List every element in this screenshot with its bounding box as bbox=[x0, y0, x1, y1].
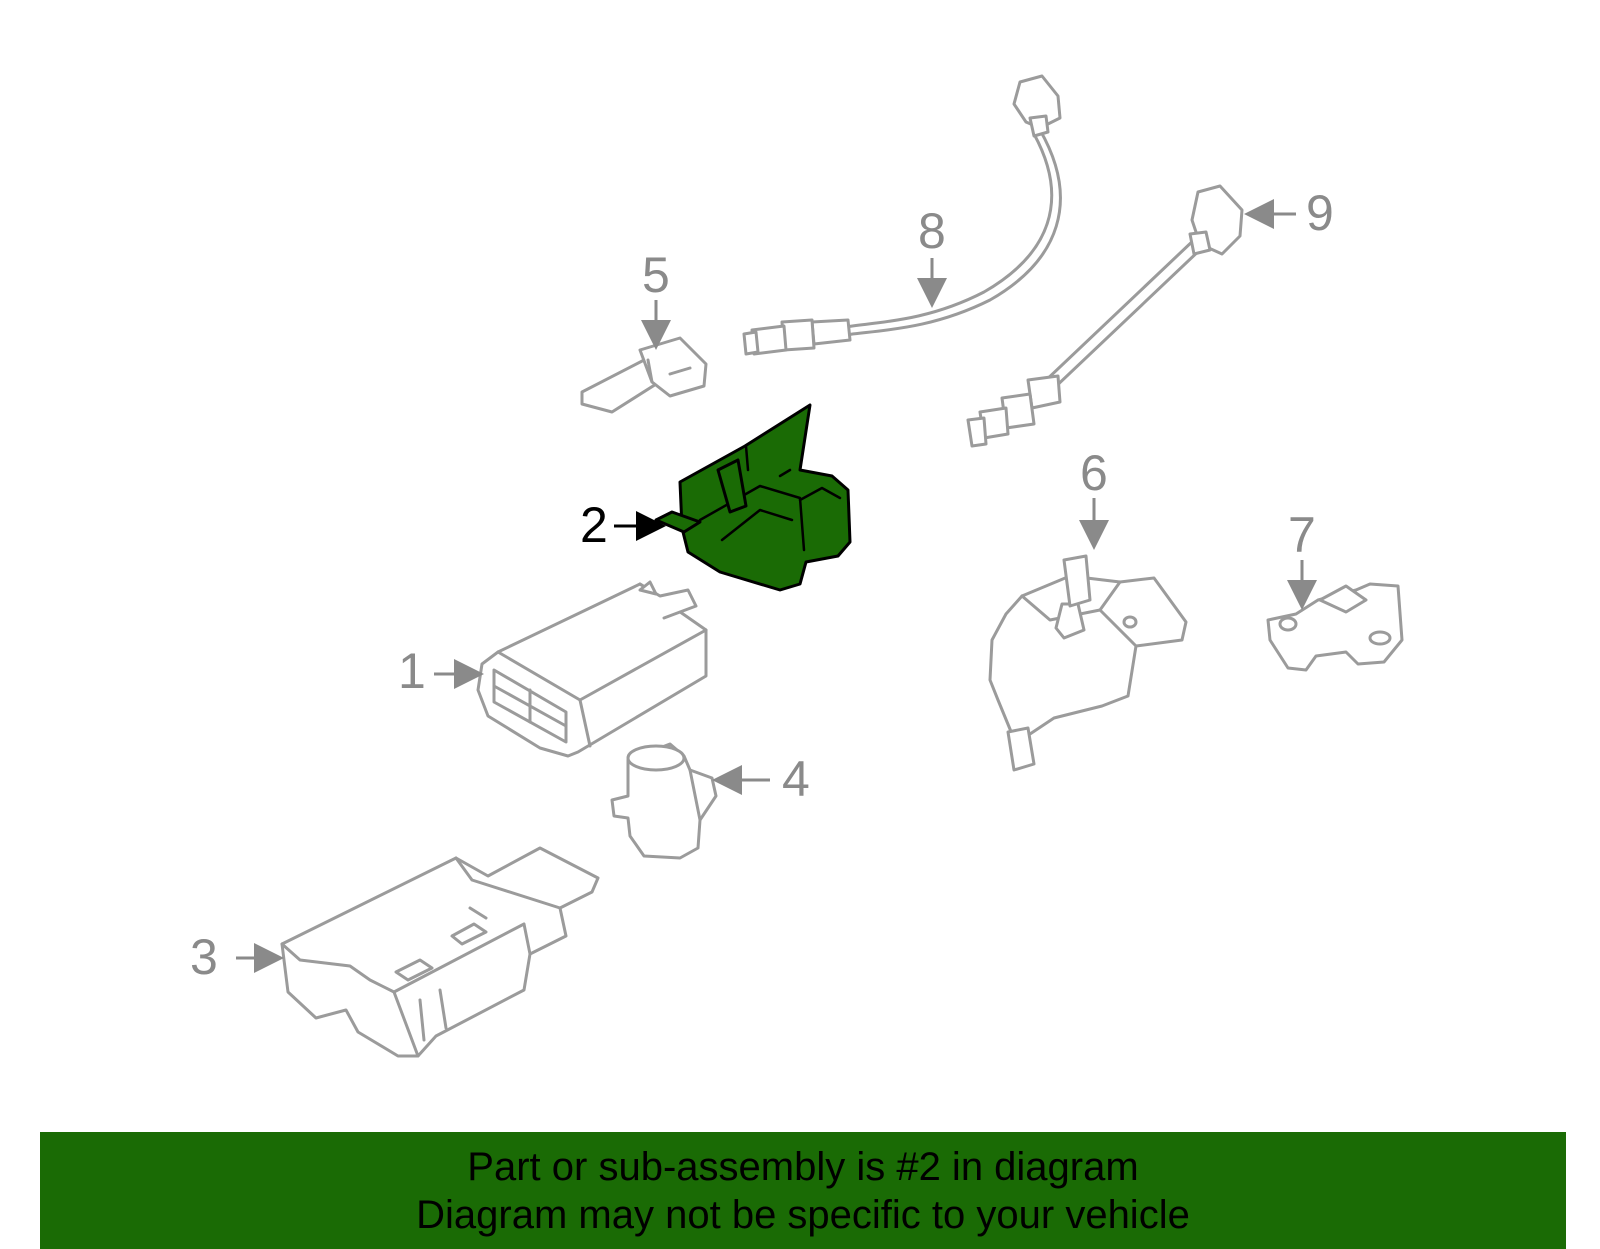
callout-arrows bbox=[236, 199, 1317, 973]
callout-4[interactable]: 4 bbox=[782, 751, 810, 807]
part-7-sensor[interactable] bbox=[1266, 582, 1404, 672]
banner-line-disclaimer: Diagram may not be specific to your vehi… bbox=[416, 1192, 1190, 1237]
part-3-shield[interactable] bbox=[280, 846, 600, 1058]
callout-1[interactable]: 1 bbox=[398, 643, 426, 699]
callout-8[interactable]: 8 bbox=[918, 203, 946, 259]
part-8-oxygen-sensor[interactable] bbox=[742, 74, 1062, 356]
part-6-sensor[interactable] bbox=[988, 554, 1188, 772]
callout-7[interactable]: 7 bbox=[1288, 507, 1316, 563]
part-5-sensor[interactable] bbox=[580, 336, 708, 414]
part-2-highlighted-bracket[interactable] bbox=[654, 403, 852, 592]
callout-9[interactable]: 9 bbox=[1306, 185, 1334, 241]
part-4-purge-valve[interactable] bbox=[610, 742, 718, 860]
callout-5[interactable]: 5 bbox=[642, 247, 670, 303]
banner-line-part-number: Part or sub-assembly is #2 in diagram bbox=[467, 1144, 1139, 1189]
info-banner: Part or sub-assembly is #2 in diagram Di… bbox=[40, 1132, 1566, 1249]
callout-numbers: 1 2 3 4 5 6 7 8 9 bbox=[190, 185, 1334, 985]
part-1-canister[interactable] bbox=[476, 580, 708, 758]
part-9-oxygen-sensor[interactable] bbox=[966, 184, 1244, 448]
callout-3[interactable]: 3 bbox=[190, 929, 218, 985]
callout-2[interactable]: 2 bbox=[580, 497, 608, 553]
exploded-parts-diagram: 1 2 3 4 5 6 7 8 9 bbox=[190, 74, 1404, 1058]
callout-6[interactable]: 6 bbox=[1080, 445, 1108, 501]
